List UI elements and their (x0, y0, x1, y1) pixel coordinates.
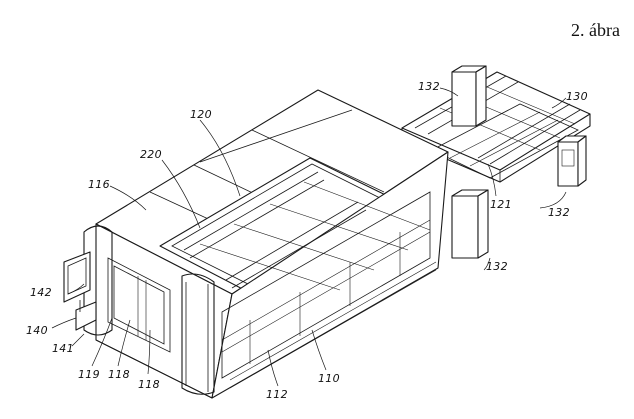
figure-title: 2. ábra (571, 20, 620, 40)
label-141: 141 (52, 342, 74, 355)
label-120: 120 (190, 108, 212, 121)
operator-panel (63, 251, 97, 331)
label-112: 112 (266, 388, 288, 401)
label-132-bottom: 132 (486, 260, 508, 273)
support-post-right (557, 135, 587, 187)
conveyor-extension (401, 71, 591, 183)
label-118-a: 118 (108, 368, 130, 381)
label-132-top: 132 (418, 80, 440, 93)
label-110: 110 (318, 372, 340, 385)
label-116: 116 (88, 178, 110, 191)
label-142: 142 (30, 286, 52, 299)
main-enclosure (83, 89, 449, 399)
label-121: 121 (490, 198, 512, 211)
support-post-bottom (451, 189, 489, 259)
label-119: 119 (78, 368, 100, 381)
label-130: 130 (566, 90, 588, 103)
label-118-b: 118 (138, 378, 160, 391)
support-post-top (451, 65, 487, 127)
label-132-right: 132 (548, 206, 570, 219)
leader-lines (51, 87, 567, 387)
label-220: 220 (140, 148, 162, 161)
label-140: 140 (26, 324, 48, 337)
